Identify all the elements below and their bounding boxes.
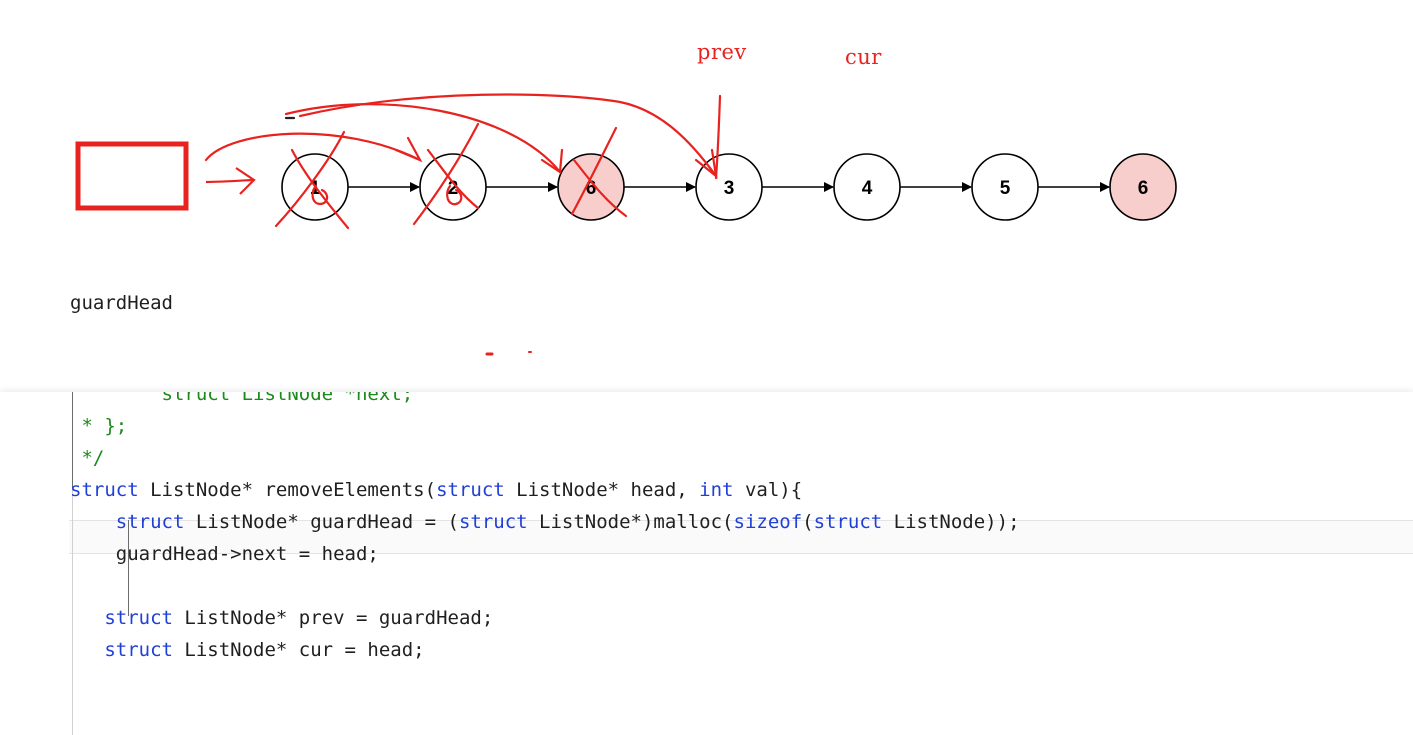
node-value: 4 [862,178,873,199]
prev-pointer [714,94,722,180]
node-value: 6 [1138,178,1149,199]
code-token: struct [436,479,505,501]
relink-arc [298,93,718,178]
scribble-mark [446,184,463,206]
node-circle [557,153,625,221]
guard-head-caption: guardHead [70,292,173,314]
code-token: struct [115,511,185,533]
cross-mark [412,122,480,226]
list-node: 5 [971,153,1039,221]
relink-arc [284,103,562,174]
code-line: struct ListNode* guardHead = (struct Lis… [70,506,1020,538]
relink-arrowhead [394,136,423,163]
list-node: 6 [557,153,625,221]
node-value: 3 [724,178,735,199]
code-token: * }; [70,415,128,437]
node-value: 6 [586,178,597,199]
code-token: val){ [733,479,803,501]
prev-label: prev [697,40,747,64]
guard-head-box [75,141,189,211]
cur-label: cur [845,45,882,69]
node-circle [833,153,901,221]
list-node: 4 [833,153,901,221]
code-line: struct ListNode* cur = head; [70,634,425,666]
code-token [70,639,104,661]
cross-mark [570,126,618,216]
code-token: ListNode* head, [504,479,700,501]
scribble-mark [311,184,329,206]
guard-arrowhead [235,167,256,195]
code-token: ListNode* prev = guardHead; [172,607,494,629]
code-token: struct [104,607,173,629]
code-token: struct [104,639,173,661]
node-circle [1109,153,1177,221]
indent-guide [72,488,73,735]
cross-mark [572,158,628,218]
code-token [70,607,104,629]
code-token: struct [458,511,528,533]
indent-guide [72,392,73,488]
list-node: 2 [419,153,487,221]
code-token: ListNode*)malloc( [527,511,734,533]
list-node: 6 [1109,153,1177,221]
code-line: struct ListNode* removeElements(struct L… [70,474,802,506]
code-token: ListNode* removeElements( [138,479,437,501]
cross-mark [290,148,350,230]
code-line: */ [70,442,104,474]
code-token: sizeof [733,511,803,533]
indent-guide [128,520,129,616]
code-token: ( [802,511,814,533]
code-token: ListNode* guardHead = ( [184,511,459,533]
node-value: 5 [1000,178,1011,199]
current-line-highlight [69,520,1413,554]
relink-arc [204,132,422,162]
code-token: guardHead->next = head; [70,543,379,565]
code-token: struct ListNode *next; [70,392,414,405]
code-token [70,511,116,533]
code-line: struct ListNode *next; [70,392,414,410]
cross-mark [274,130,346,228]
code-token: ListNode* cur = head; [172,639,425,661]
relink-arrowhead [540,148,564,174]
code-token: struct [70,479,139,501]
code-token: struct [813,511,883,533]
code-line: * }; [70,410,127,442]
node-circle [971,153,1039,221]
code-editor: struct ListNode *next; * }; */ struct Lis… [0,392,1413,735]
guard-arrow [205,178,253,184]
code-line: guardHead->next = head; [70,538,379,570]
red-annotations [204,93,722,356]
code-line: struct ListNode* prev = guardHead; [70,602,493,634]
code-token: */ [70,447,105,469]
code-token: int [699,479,734,501]
cross-mark [426,148,480,210]
node-circle [419,153,487,221]
code-token: ListNode)); [882,511,1020,533]
node-value: 2 [448,178,459,199]
